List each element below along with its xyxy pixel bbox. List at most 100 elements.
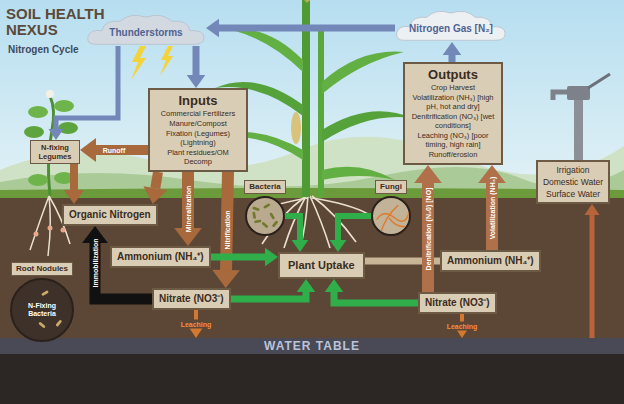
bacterium	[38, 322, 46, 329]
connector	[325, 279, 418, 303]
inputs-box: InputsCommercial FertilizersManure/Compo…	[148, 88, 248, 172]
arrowhead	[206, 19, 219, 38]
uptake-box: Plant Uptake	[278, 252, 365, 279]
node-heading: Nitrogen Gas [N₂]	[409, 23, 493, 34]
node-heading: WATER TABLE	[0, 338, 624, 354]
bacterium	[272, 220, 279, 227]
connector	[585, 204, 600, 338]
circle-shape: N-Fixing Bacteria	[10, 278, 74, 342]
connector-line	[449, 55, 456, 62]
connector-line	[155, 172, 158, 188]
near-hills	[0, 167, 624, 200]
gas-cloud: Nitrogen Gas [N₂]	[395, 8, 507, 42]
edge-label: Leaching	[447, 322, 478, 331]
arrowhead	[330, 240, 347, 252]
edge-label: Nitrification	[222, 211, 231, 250]
corn-tassel	[298, 0, 314, 2]
node-heading: Nitrate (NO3⁻)	[159, 293, 224, 305]
node-heading: Inputs	[154, 93, 242, 108]
pool-box: Nitrate (NO3⁻)	[152, 288, 231, 310]
connector	[80, 138, 148, 162]
arrowhead	[297, 279, 316, 292]
arrowhead	[82, 226, 108, 243]
node-heading: Nitrate (NO3⁻)	[425, 297, 490, 309]
connector	[414, 165, 442, 292]
root-nodule	[61, 228, 66, 233]
connector-line	[231, 292, 306, 299]
node-text: Leaching (NO₃) [poor timing, high rain]	[409, 131, 497, 149]
water-pump	[553, 74, 610, 160]
connector-line	[56, 46, 118, 129]
edge-label-patch: Nitrification	[222, 209, 231, 252]
circle-shape	[245, 196, 285, 236]
microbe-picture	[247, 198, 283, 234]
node-heading: Bacteria	[244, 180, 286, 194]
connector	[212, 172, 240, 288]
arrowhead	[414, 165, 442, 183]
arrowhead	[265, 248, 278, 267]
edge-label: Volatilization (NH₃)	[488, 176, 497, 239]
connector	[187, 46, 206, 88]
pump-spout	[553, 92, 567, 100]
connector	[231, 279, 316, 299]
node-text: Denitrification (NO₃) [wet conditions]	[409, 112, 497, 130]
legume-leaf	[24, 126, 44, 138]
connector-line	[219, 25, 395, 32]
water-use-box: IrrigationDomestic WaterSurface Water	[536, 160, 610, 204]
node-text: Runoff/erosion	[409, 150, 497, 159]
bacterium	[261, 222, 268, 229]
arrowhead	[455, 328, 468, 338]
bacterium	[254, 219, 262, 223]
connector-line	[182, 172, 194, 228]
connector-line	[338, 216, 371, 240]
legume-leaf	[28, 106, 48, 118]
node-text: Plant residues/OM Decomp	[154, 148, 242, 166]
connector	[443, 42, 462, 62]
arrowhead	[325, 279, 344, 292]
connector	[455, 314, 468, 338]
legume-plant	[24, 90, 78, 256]
connector-line	[193, 46, 200, 75]
arrowhead	[64, 190, 84, 204]
bacteria-circle: Bacteria	[240, 180, 290, 236]
microbe-picture	[373, 198, 409, 234]
arrowhead	[443, 42, 462, 55]
edge-label-patch: Volatilization (NH₃)	[488, 174, 497, 241]
connector-line	[422, 183, 434, 292]
node-heading: Root Nodules	[11, 262, 73, 276]
arrowhead	[80, 138, 96, 162]
arrowhead	[187, 75, 206, 88]
node-text: Fixation (Legumes)(Lightning)	[154, 129, 242, 147]
bacterium	[41, 290, 49, 296]
corn-leaf	[322, 52, 404, 94]
connector-line	[194, 310, 198, 328]
bedrock	[0, 354, 624, 404]
bacterium	[269, 212, 275, 220]
arrowhead	[292, 240, 309, 252]
node-heading: Organic Nitrogen	[69, 209, 151, 221]
node-heading: Plant Uptake	[288, 259, 355, 272]
arrowhead	[585, 204, 600, 215]
node-text: Manure/Compost	[154, 119, 242, 128]
outputs-box: OutputsCrop HarvestVolatilization (NH₃) …	[403, 62, 503, 165]
pool-box: Nitrate (NO3⁻)	[418, 292, 497, 314]
fungi-circle: Fungi	[366, 180, 416, 236]
edge-label-patch: Runoff	[101, 146, 128, 155]
node-heading: Ammonium (NH₄⁺)	[117, 251, 204, 263]
far-hills	[0, 137, 624, 200]
sky	[0, 0, 624, 200]
connector-line	[285, 216, 300, 240]
nodule-circle: Root NodulesN-Fixing Bacteria	[6, 262, 78, 342]
connector	[189, 310, 202, 338]
connector-line	[590, 215, 595, 338]
node-heading: Fungi	[375, 180, 407, 194]
root-nodule	[34, 232, 39, 237]
illustration-part	[312, 198, 368, 214]
bacterium	[55, 319, 62, 327]
illustration-part	[310, 196, 330, 248]
circle-shape	[371, 196, 411, 236]
pool-box: Ammonium (NH₄⁺)	[110, 246, 211, 268]
fungal-hypha	[380, 205, 398, 234]
storm-cloud: Thunderstorms	[86, 12, 206, 46]
node-heading: Irrigation	[541, 165, 605, 175]
